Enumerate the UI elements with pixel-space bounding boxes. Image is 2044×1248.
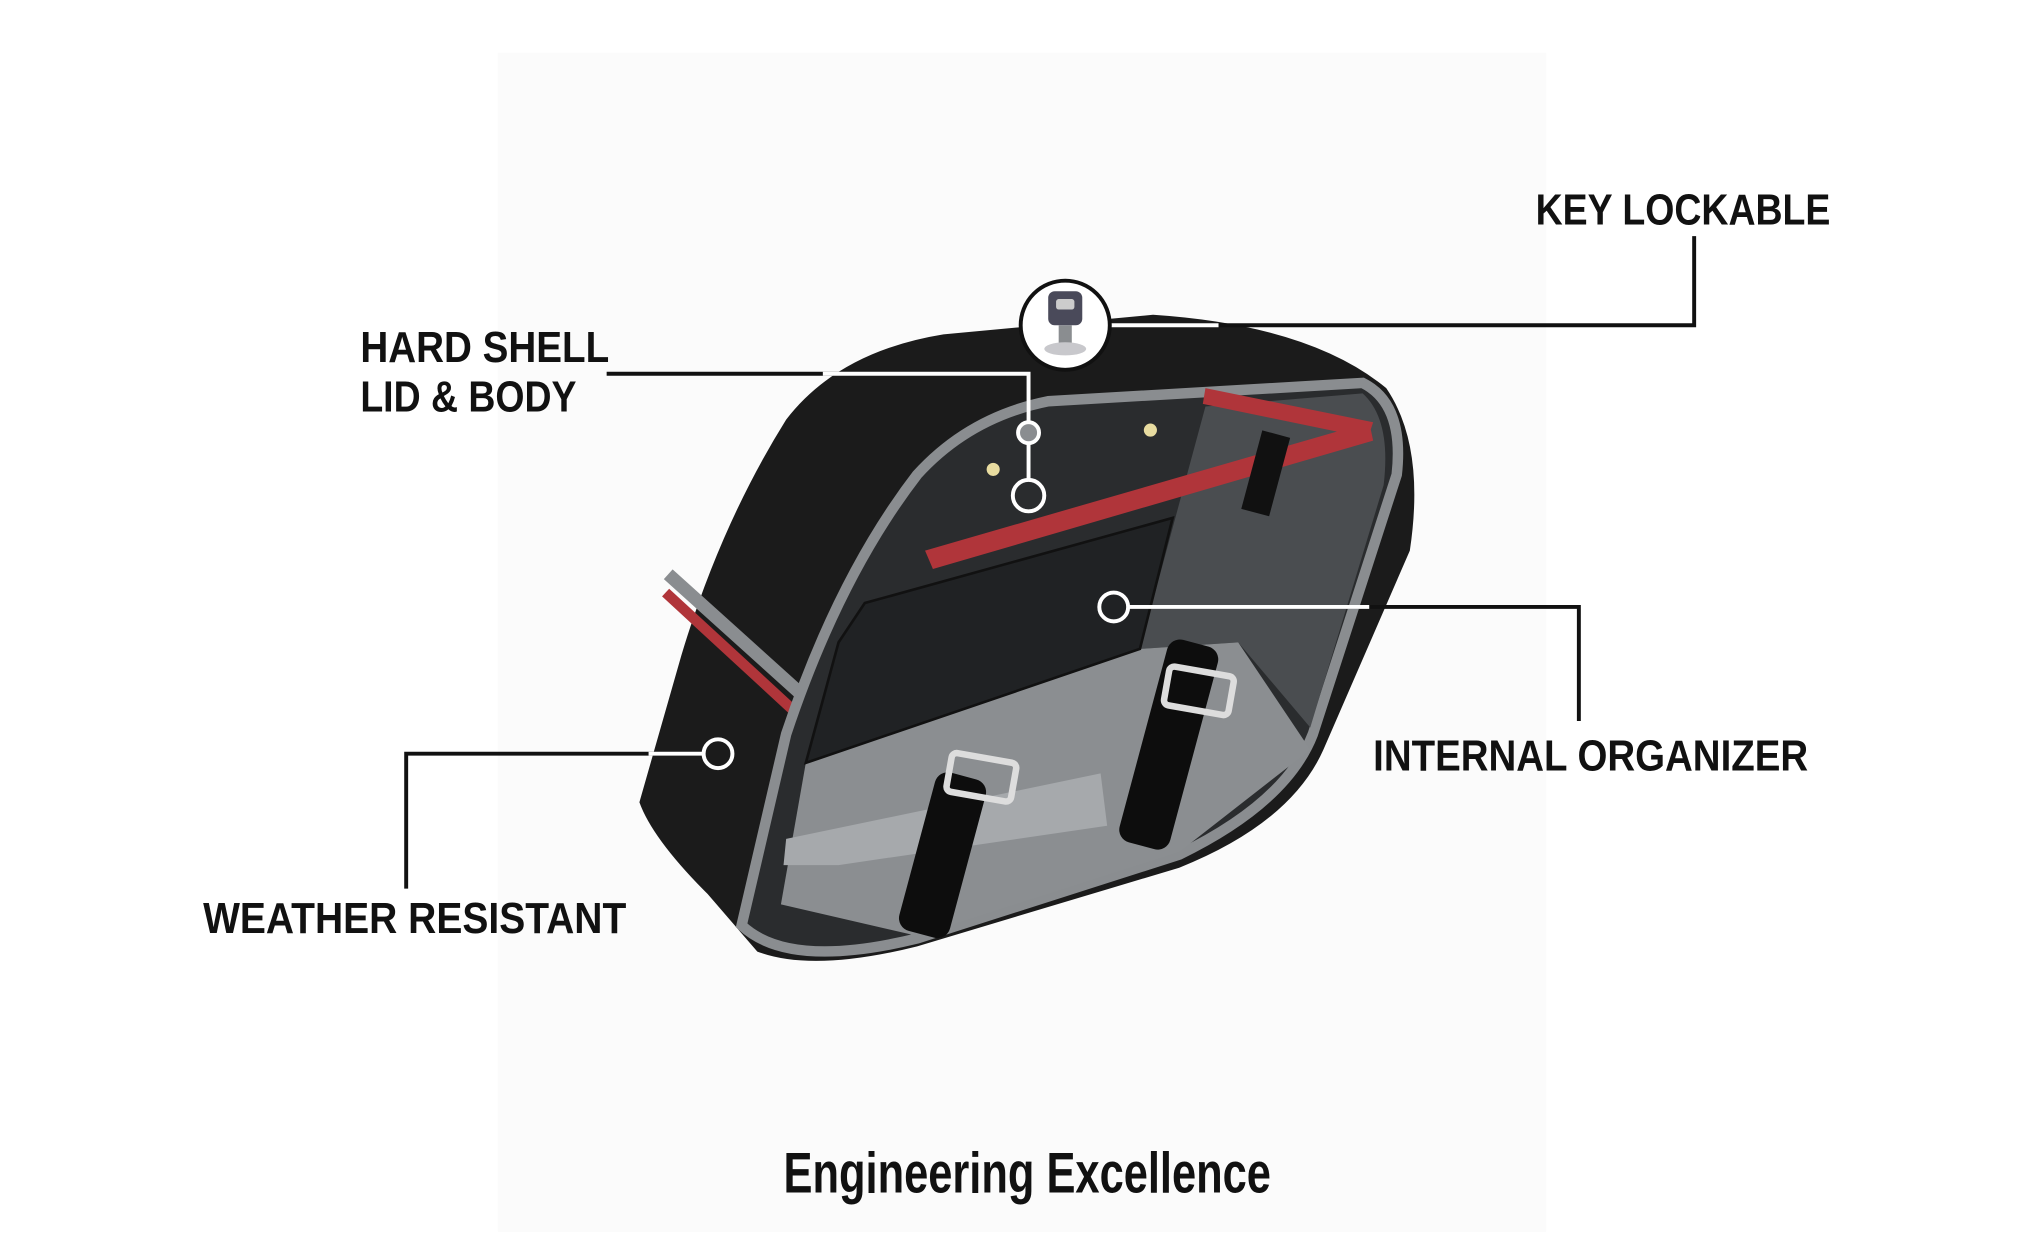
- label-weather-resistant: WEATHER RESISTANT: [203, 895, 626, 943]
- key-lock-icon: [1018, 278, 1112, 372]
- red-frame: [925, 388, 1374, 569]
- rivet: [986, 462, 1000, 476]
- saddlebag: [639, 314, 1415, 961]
- label-lid-body: LID & BODY: [360, 374, 576, 422]
- internal-organizer-marker: [1097, 590, 1131, 624]
- weather-resistant-marker: [701, 737, 735, 771]
- hard-shell-marker: [1010, 477, 1047, 514]
- footer-title: Engineering Excellence: [784, 1142, 1271, 1206]
- callout-lines-white: [648, 323, 1370, 756]
- rivet: [1143, 423, 1157, 437]
- lid-stripe-red: [662, 588, 803, 720]
- hard-shell-marker-small: [1016, 420, 1041, 446]
- label-internal-organizer: INTERNAL ORGANIZER: [1373, 733, 1808, 781]
- label-hard-shell: HARD SHELL: [360, 324, 609, 372]
- organizer-pockets: [803, 516, 1175, 765]
- strap-left: [898, 749, 1020, 939]
- label-key-lockable: KEY LOCKABLE: [1536, 186, 1831, 234]
- strap-right: [1119, 639, 1238, 850]
- side-strap-slot: [1241, 430, 1291, 517]
